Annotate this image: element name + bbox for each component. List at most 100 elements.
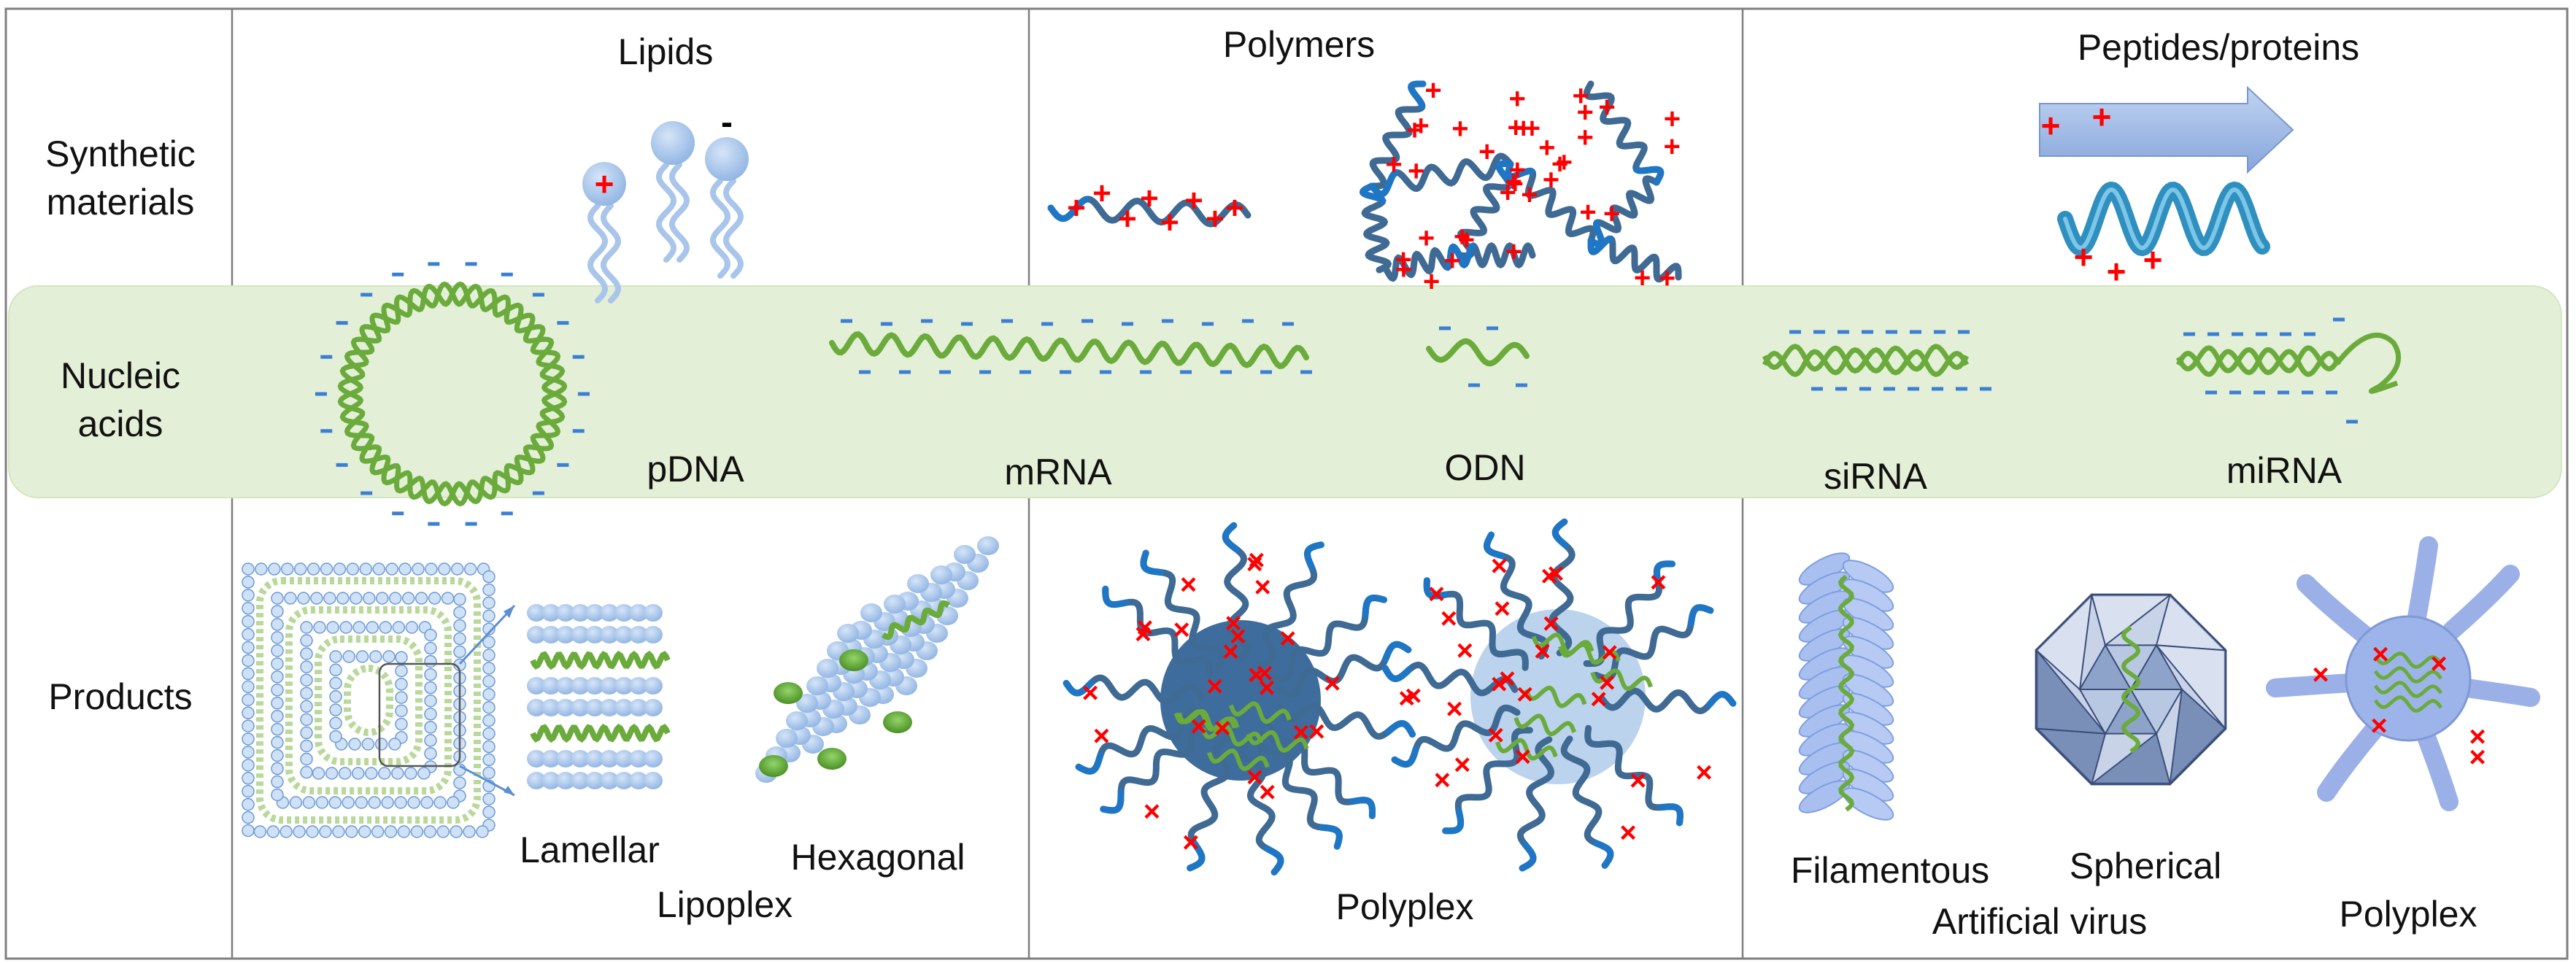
lipid-head-small [424, 694, 437, 708]
polymer-strand-tip [1445, 244, 1463, 271]
lipid-tail [655, 162, 677, 263]
polymer-strand-tip [1102, 585, 1129, 608]
lipid-head-small [384, 825, 398, 838]
charge-symbol: + [1444, 245, 1461, 277]
lipid-head-small [397, 825, 411, 838]
peptide-arm [2416, 726, 2459, 811]
polymer-strand-tip [1047, 196, 1090, 223]
lipid-head-small [359, 562, 373, 576]
dna-layer [256, 577, 481, 824]
lipid-head-small [425, 562, 438, 576]
charge-symbol: + [1551, 148, 1568, 180]
dna-inside [1495, 738, 1558, 761]
lipid-bead [527, 677, 546, 695]
dna-inside [1200, 724, 1263, 747]
dna-inside [2373, 681, 2443, 698]
lipid-bead [585, 772, 604, 789]
polymer-strand-tip [1264, 845, 1284, 875]
label-mirna: miRNA [2226, 450, 2342, 491]
lipid-head-small [329, 730, 342, 743]
lipid-head-small [375, 592, 389, 605]
lipid-head-small [271, 709, 284, 723]
lipid-head-small [410, 825, 424, 838]
lipid-head-small [300, 673, 313, 687]
sirna-strand-b [1762, 344, 1970, 377]
lipid-head-small [395, 704, 408, 718]
charge-symbol: + [2041, 107, 2061, 144]
charge-symbol: × [1180, 569, 1197, 601]
dna-inside [2373, 695, 2443, 713]
lipid-head-small [271, 670, 284, 684]
lipid-bead [556, 772, 575, 789]
charge-symbol: + [1659, 263, 1675, 295]
charge-symbol: + [2092, 98, 2112, 136]
charge-symbol: × [1246, 548, 1263, 580]
charge-symbol: × [1247, 660, 1264, 692]
lipid-head-small [328, 796, 342, 809]
charge-symbol: + [1521, 179, 1538, 211]
lipid-head-small [482, 766, 495, 780]
charge-symbol: × [2312, 659, 2329, 691]
lipid-head-small [242, 562, 255, 576]
lipid-head-small [306, 562, 320, 576]
lipid-head-small [310, 592, 323, 605]
lipid-head-small [255, 562, 268, 576]
lipid-head-small [242, 680, 255, 694]
lipoplex-lamellar [527, 604, 671, 789]
charge-symbol: + [1225, 190, 1244, 226]
lipid-head-small [482, 609, 495, 623]
lipid-bead [585, 750, 604, 767]
polymer-strand-tip [1391, 746, 1419, 768]
lipid-bead [571, 626, 590, 643]
lipid-head-small [453, 632, 466, 646]
lipid-head-small [242, 824, 255, 838]
lipid-bead [629, 750, 648, 767]
lipid-head-small [253, 825, 267, 838]
dna-inside [1207, 749, 1270, 771]
lipid-head-small [378, 767, 391, 780]
lipid-head-small [482, 753, 495, 767]
polymer-strand-tip [1587, 235, 1613, 255]
polymer-chain-linear: ++++++++ [1047, 176, 1252, 241]
lipid-head-small [482, 805, 495, 819]
lipid-head-small [424, 641, 437, 655]
lipid-head-small [345, 825, 358, 838]
lipid-bead [600, 750, 619, 767]
lipid-head-small [482, 649, 495, 662]
lipid-head-small [361, 738, 375, 751]
charge-symbol: + [1664, 103, 1681, 135]
charge-symbol: + [1524, 112, 1540, 144]
lipid-head-small [300, 713, 313, 727]
charge-symbol: + [1598, 91, 1615, 123]
row-label-nucleic-acids: Nucleic acids [15, 352, 226, 448]
capsid-facet [2089, 732, 2171, 785]
charge-symbol: × [1182, 827, 1199, 859]
lipid-head-small [329, 676, 342, 690]
lipid-head-small [300, 739, 313, 753]
mirna-strand-b [2175, 345, 2342, 377]
mirna-hairpin [2175, 317, 2402, 424]
lipid-head-small [339, 621, 352, 634]
lipid-bead [556, 677, 575, 695]
polymer-strand-tip [1495, 160, 1514, 189]
lipid-head-small [405, 621, 419, 634]
mrna-strand [829, 319, 1312, 374]
lipid-head-small [424, 668, 437, 681]
lipid-head-small [242, 706, 255, 719]
lipid-bead [585, 677, 604, 695]
charge-symbol: × [1258, 672, 1275, 704]
lipid-head-small [447, 796, 460, 809]
lipid-head-small [424, 734, 437, 747]
odn-line [1426, 338, 1530, 367]
lipid-head-small [395, 651, 408, 665]
charge-symbol: + [1184, 183, 1203, 219]
lipid-head-small [388, 592, 402, 605]
lipid-head-small [326, 621, 339, 634]
polymer-strand-tip [1484, 531, 1506, 560]
lipid-head-small [395, 717, 408, 731]
charge-symbol: × [1491, 550, 1508, 582]
polymer-strand-tip [1075, 752, 1104, 775]
charge-symbol: × [1248, 544, 1265, 576]
charge-symbol: + [1092, 176, 1111, 212]
charge-symbol: + [1543, 163, 1559, 196]
